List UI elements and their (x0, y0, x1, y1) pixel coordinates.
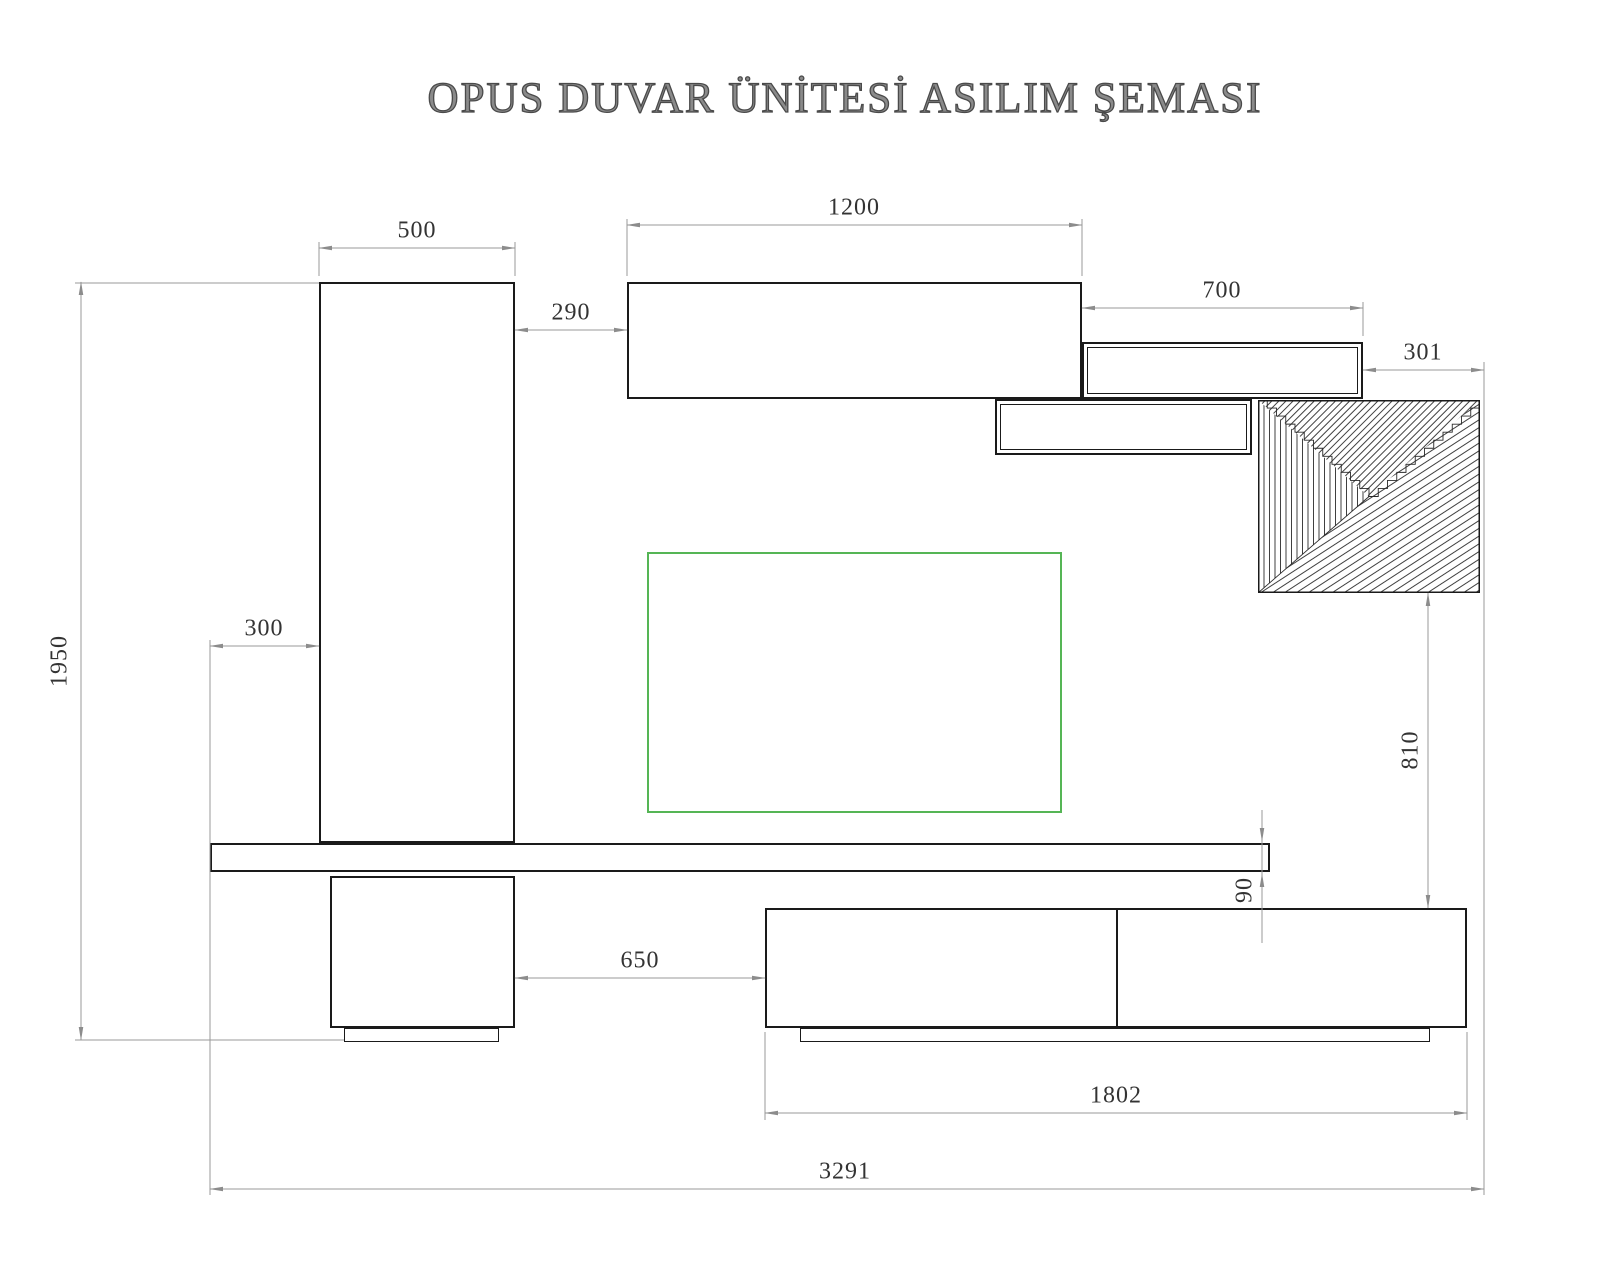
base-cabinet (330, 876, 515, 1028)
hatch-left-triangle (1258, 400, 1369, 593)
hatch-panel-outline (1258, 400, 1480, 593)
tv-stand (765, 908, 1467, 1028)
dim-label-290: 290 (551, 299, 591, 326)
step-shelf-lower (995, 399, 1252, 455)
dim-label-3291: 3291 (819, 1158, 871, 1185)
dim-label-500: 500 (397, 217, 437, 244)
dim-label-300: 300 (244, 615, 284, 642)
dim-label-301: 301 (1403, 339, 1443, 366)
step-shelf-lower-inner-line (1000, 404, 1247, 450)
page-title: OPUS DUVAR ÜNİTESİ ASILIM ŞEMASI (427, 74, 1263, 122)
step-shelf-upper-inner-line (1087, 347, 1358, 394)
tv-stand-divider (1116, 910, 1118, 1026)
corner-hatch-panel (1258, 400, 1480, 593)
dim-label-1802: 1802 (1090, 1082, 1142, 1109)
wall-shelf (210, 843, 1270, 872)
tall-cabinet (319, 282, 515, 843)
dim-label-1200: 1200 (828, 194, 880, 221)
step-shelf-upper (1082, 342, 1363, 399)
hatch-step-edge-upper-left (1258, 400, 1370, 497)
dim-label-700: 700 (1202, 277, 1242, 304)
tv-stand-plinth (800, 1028, 1430, 1042)
upper-cabinet (627, 282, 1082, 399)
dim-label-90: 90 (1231, 877, 1258, 903)
dim-label-650: 650 (620, 947, 660, 974)
hatch-top-triangle (1258, 400, 1480, 497)
hatch-lower-left-edge (1258, 496, 1370, 593)
tv-area-outline (647, 552, 1062, 813)
dim-label-1950: 1950 (46, 635, 73, 687)
hatch-step-edge-upper-right (1369, 400, 1480, 497)
base-cabinet-plinth (344, 1028, 499, 1042)
dim-label-810: 810 (1397, 730, 1424, 770)
